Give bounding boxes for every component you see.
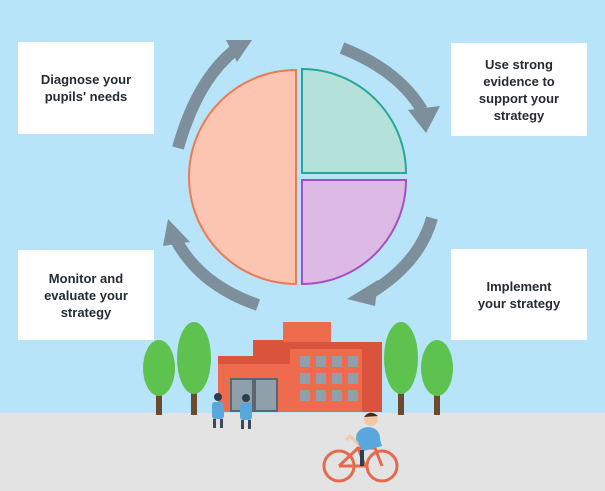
cycle-arrow-head-icon	[163, 219, 190, 246]
tree	[177, 322, 211, 415]
tree	[143, 340, 175, 415]
cyclist	[322, 412, 399, 483]
step-box-evidence: Use strong evidence to support your stra…	[451, 43, 587, 136]
pie-diagram	[188, 67, 408, 286]
step-label-implement: Implement your strategy	[477, 278, 561, 311]
cycle-arrow-head-icon	[226, 40, 252, 62]
step-box-monitor: Monitor and evaluate your strategy	[18, 250, 154, 340]
step-label-monitor: Monitor and evaluate your strategy	[44, 270, 128, 320]
child-figure	[212, 393, 224, 428]
cycle-arrow-icon	[368, 216, 438, 298]
child-figure	[240, 394, 252, 429]
cycle-arrow-icon	[172, 45, 239, 150]
tree	[421, 340, 453, 415]
cycle-arrow-head-icon	[408, 106, 440, 133]
step-label-evidence: Use strong evidence to support your stra…	[478, 56, 560, 123]
cycle-arrow-icon	[170, 237, 260, 311]
school-building	[218, 322, 382, 412]
pie-quarter-top-segment	[301, 67, 408, 174]
tree	[384, 322, 418, 415]
pie-quarter-bottom-segment	[301, 179, 408, 286]
pie-half-segment	[188, 68, 297, 286]
children	[212, 393, 252, 429]
cycle-arrow-icon	[339, 42, 428, 114]
step-label-diagnose: Diagnose your pupils' needs	[40, 72, 132, 104]
step-box-implement: Implement your strategy	[451, 249, 587, 340]
cycle-arrows	[163, 40, 440, 311]
trees	[143, 322, 453, 415]
step-box-diagnose: Diagnose your pupils' needs	[18, 42, 154, 134]
ground	[0, 413, 605, 491]
cycle-arrow-head-icon	[347, 280, 378, 306]
